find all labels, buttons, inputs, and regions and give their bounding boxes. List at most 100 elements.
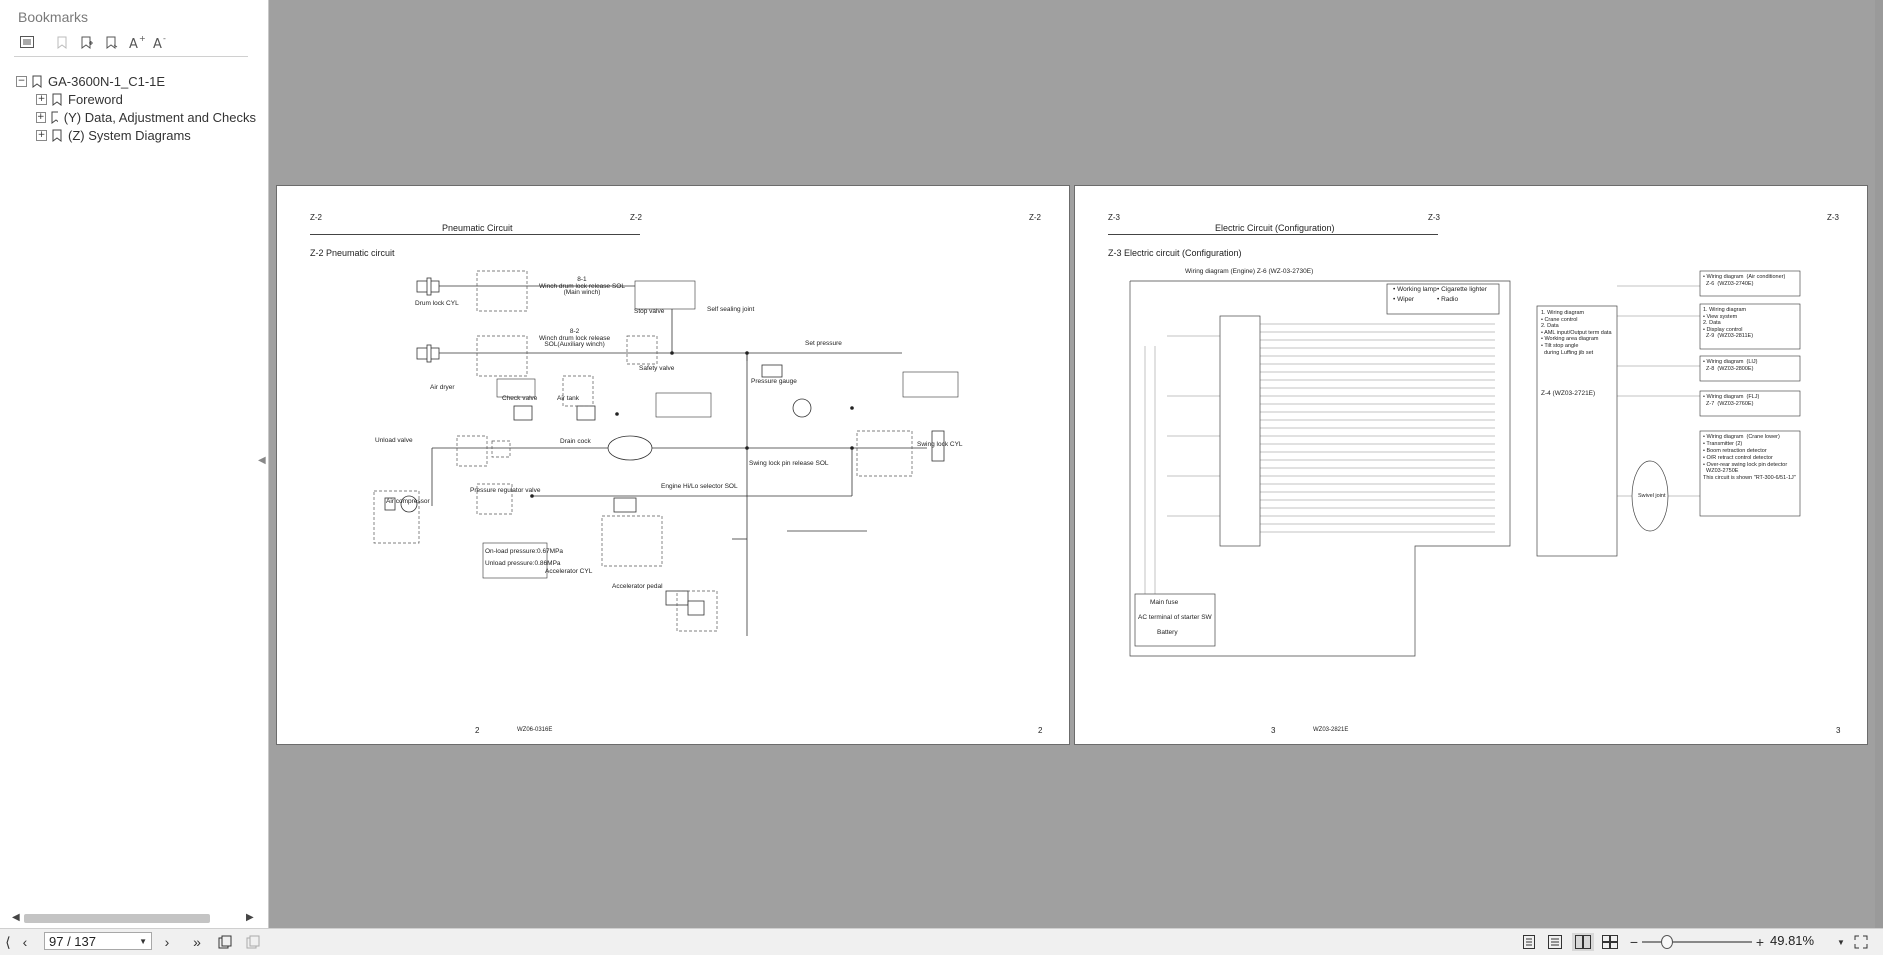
collapse-toggle[interactable]: −: [16, 75, 27, 87]
page-number: 2: [475, 726, 480, 735]
battery-label: Battery: [1157, 629, 1178, 636]
section-title: Z-2 Pneumatic circuit: [310, 248, 395, 258]
air-conditioner-box: • Wiring diagram (Air conditioner) Z-6 (…: [1703, 274, 1786, 288]
self-sealing-joint-label: Self sealing joint: [707, 306, 755, 313]
page-number: 3: [1271, 726, 1276, 735]
cigarette-lighter-label: • Cigarette lighter: [1437, 286, 1487, 293]
electric-diagram: [1129, 270, 1801, 657]
pneumatic-diagram: [373, 270, 959, 636]
scroll-thumb[interactable]: [24, 914, 210, 923]
starter-sw-label: AC terminal of starter SW: [1138, 614, 1212, 621]
scroll-right-arrow[interactable]: ▶: [246, 912, 254, 923]
accelerator-cyl-label: Accelerator CYL: [545, 568, 593, 575]
safety-valve-label: Safety valve: [639, 365, 675, 372]
air-tank-label: Air tank: [557, 395, 580, 402]
crane-lower-box: • Wiring diagram (Crane lower) • Transmi…: [1703, 434, 1796, 482]
previous-page-icon[interactable]: ‹: [22, 934, 28, 950]
add-bookmark-icon[interactable]: [77, 32, 97, 52]
font-decrease-icon[interactable]: A-: [151, 32, 171, 52]
lij-box: • Wiring diagram (LIJ) Z-8 (WZ03-2800E): [1703, 359, 1758, 373]
bookmark-icon: [52, 93, 62, 106]
zoom-in-icon[interactable]: +: [1755, 934, 1765, 950]
page-input-value: 97 / 137: [49, 933, 96, 949]
bookmark-disabled-icon: [52, 32, 72, 52]
rotate-view-icon[interactable]: [244, 933, 262, 951]
unload-valve-label: Unload valve: [375, 437, 413, 444]
toolbar-divider: [14, 56, 248, 57]
page-pneumatic-circuit: Z-2 Z-2 Z-2 Pneumatic Circuit Z-2 Pneuma…: [276, 185, 1070, 745]
zoom-slider-thumb[interactable]: [1661, 935, 1673, 949]
header-left: Z-3: [1108, 213, 1120, 222]
bookmarks-panel: Bookmarks A+ A- − GA-3600N-1_C1-1E + For…: [0, 0, 269, 928]
font-increase-icon[interactable]: A+: [127, 32, 147, 52]
swivel-joint-label: Swivel joint: [1638, 493, 1666, 499]
engine-sol-label: Engine Hi/Lo selector SOL: [661, 483, 738, 490]
header-left: Z-2: [310, 213, 322, 222]
two-page-view-icon[interactable]: [1572, 933, 1594, 951]
fit-page-icon[interactable]: [216, 933, 234, 951]
z4-label: Z-4 (WZ03-2721E): [1541, 390, 1596, 397]
tree-item-label: (Z) System Diagrams: [68, 127, 191, 143]
winch-sol-aux-label: 8-2 Winch drum lock release SOL(Auxiliar…: [539, 328, 611, 348]
scroll-left-arrow[interactable]: ◀: [12, 912, 20, 923]
expand-toggle[interactable]: +: [36, 129, 47, 141]
crane-control-box: 1. Wiring diagram • Crane control 2. Dat…: [1541, 310, 1612, 356]
zoom-out-icon[interactable]: −: [1629, 934, 1639, 950]
expand-toggle[interactable]: +: [36, 93, 47, 105]
fullscreen-icon[interactable]: [1852, 933, 1870, 951]
svg-text:-: -: [163, 35, 166, 43]
continuous-view-icon[interactable]: [1546, 933, 1564, 951]
svg-text:A: A: [153, 37, 162, 49]
sidebar-horizontal-scrollbar[interactable]: ◀ ▶: [10, 912, 256, 924]
radio-label: • Radio: [1437, 296, 1459, 303]
document-number: WZ03-2821E: [1313, 727, 1349, 733]
zoom-level[interactable]: 49.81%: [1770, 933, 1815, 948]
list-options-icon[interactable]: [17, 32, 37, 52]
swing-lock-cyl-label: Swing lock CYL: [917, 441, 963, 448]
header-right: Z-2: [630, 213, 642, 222]
tree-item-label: Foreword: [68, 91, 123, 107]
page-title: Electric Circuit (Configuration): [1215, 223, 1335, 233]
bookmark-icon: [32, 75, 42, 88]
next-page-icon[interactable]: ›: [164, 934, 170, 950]
expand-toggle[interactable]: +: [36, 111, 46, 123]
stop-valve-label: Stop valve: [634, 308, 665, 315]
two-page-continuous-icon[interactable]: [1600, 933, 1620, 951]
engine-wiring-label: Wiring diagram (Engine) Z-6 (WZ-03-2730E…: [1185, 268, 1314, 275]
document-number: WZ06-0316E: [517, 727, 553, 733]
accelerator-pedal-label: Accelerator pedal: [612, 583, 663, 590]
single-page-view-icon[interactable]: [1520, 933, 1538, 951]
tree-item-label: (Y) Data, Adjustment and Checks: [63, 109, 256, 125]
page-corner-label: Z-3: [1827, 213, 1839, 222]
tree-item-root[interactable]: − GA-3600N-1_C1-1E: [16, 72, 165, 90]
set-pressure-label: Set pressure: [805, 340, 842, 347]
page-title: Pneumatic Circuit: [442, 223, 513, 233]
chevron-down-icon[interactable]: ▼: [1837, 937, 1845, 947]
page-number-input[interactable]: 97 / 137 ▼: [44, 932, 152, 950]
document-viewer: Z-2 Z-2 Z-2 Pneumatic Circuit Z-2 Pneuma…: [269, 0, 1883, 928]
pressure-gauge-label: Pressure gauge: [751, 378, 797, 385]
bookmark-icon: [52, 129, 62, 142]
main-fuse-label: Main fuse: [1150, 599, 1179, 606]
drum-lock-cyl-label: Drum lock CYL: [415, 300, 459, 307]
wiper-label: • Wiper: [1393, 296, 1415, 303]
header-rule: [1108, 234, 1438, 235]
bookmarks-title: Bookmarks: [18, 9, 89, 25]
unload-pressure-label: Unload pressure:0.86MPa: [485, 560, 561, 567]
last-page-icon[interactable]: »: [193, 934, 201, 950]
drain-cock-label: Drain cock: [560, 438, 591, 445]
page-number-right: 2: [1038, 726, 1043, 735]
zoom-slider-track[interactable]: [1642, 941, 1752, 943]
first-page-icon[interactable]: ⟨: [5, 933, 11, 950]
header-rule: [310, 234, 640, 235]
check-valve-label: Check valve: [502, 395, 538, 402]
collapse-panel-arrow[interactable]: ◀: [258, 455, 266, 466]
swing-lock-sol-label: Swing lock pin release SOL: [749, 460, 829, 467]
chevron-down-icon: ▼: [139, 936, 147, 946]
tree-item-foreword[interactable]: + Foreword: [36, 90, 123, 108]
vertical-scrollbar[interactable]: [1875, 0, 1883, 928]
winch-sol-main-label: 8-1 Winch drum lock release SOL (Main wi…: [539, 276, 625, 296]
tree-item-data-adjustment[interactable]: + (Y) Data, Adjustment and Checks: [36, 108, 256, 126]
bookmark-child-icon[interactable]: [102, 32, 122, 52]
tree-item-system-diagrams[interactable]: + (Z) System Diagrams: [36, 126, 191, 144]
